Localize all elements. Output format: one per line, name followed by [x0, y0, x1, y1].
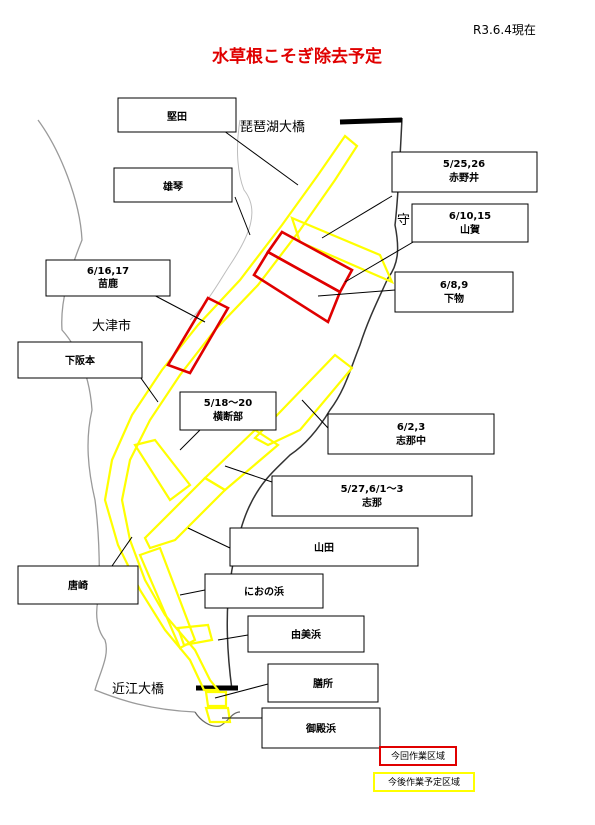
legend-current-label: 今回作業区域 — [391, 750, 445, 762]
pointer-shinanaka — [301, 399, 329, 429]
callout-shimomono-name: 下物 — [444, 292, 464, 305]
pointer-oudanbu — [179, 429, 201, 451]
map-title: 水草根こそぎ除去予定 — [212, 46, 382, 67]
callout-shimosakamoto-label: 下阪本 — [65, 354, 96, 367]
biwako-ohashi-bridge — [339, 117, 403, 125]
current-areas — [166, 230, 354, 375]
callout-nonoura-date: 6/16,17 — [87, 266, 129, 277]
callout-karasaki-label: 唐崎 — [68, 579, 88, 592]
callout-shimosakamoto: 下阪本 — [17, 341, 143, 379]
callout-akanoi: 5/25,26 赤野井 — [391, 151, 538, 193]
callout-gotenhama: 御殿浜 — [261, 707, 381, 749]
planned-area-shina — [203, 428, 280, 492]
callout-yamaga-name: 山賀 — [460, 223, 480, 236]
planned-area-nionohama — [138, 546, 197, 650]
current-area-yamaga — [266, 230, 354, 294]
callout-akanoi-name: 赤野井 — [449, 171, 479, 184]
place-moriyama: 守 — [397, 213, 410, 228]
callout-nionohama: におの浜 — [204, 573, 324, 609]
callout-shimomono-date: 6/8,9 — [440, 280, 468, 291]
pointer-katata — [219, 127, 299, 186]
west-shoreline-detail — [189, 119, 253, 321]
planned-area-yuigahama — [176, 623, 214, 647]
pointer-yamada — [187, 527, 231, 549]
callout-shinanaka-name: 志那中 — [396, 434, 426, 447]
callout-yamaga: 6/10,15 山賀 — [411, 203, 529, 243]
pointer-shimomono — [317, 289, 396, 297]
south-shoreline — [194, 711, 241, 727]
callout-oudanbu: 5/18～20 横断部 — [179, 391, 277, 431]
callout-yamaga-date: 6/10,15 — [449, 211, 491, 222]
pointer-karasaki — [111, 536, 133, 567]
pointer-nonoura — [147, 291, 206, 323]
pointer-yuigahama — [217, 634, 249, 641]
pointer-nionohama — [179, 589, 206, 596]
callout-shinanaka-date: 6/2,3 — [397, 422, 425, 433]
planned-area-akanoi — [290, 216, 395, 285]
callout-oudanbu-name: 横断部 — [213, 410, 243, 423]
callout-nonoura-name: 苗鹿 — [98, 277, 118, 290]
current-area-nonoura — [166, 296, 230, 375]
place-otsu-city: 大津市 — [92, 318, 131, 334]
callout-yuigahama: 由美浜 — [247, 615, 365, 653]
callout-katata: 堅田 — [117, 97, 237, 133]
callout-zeze-label: 膳所 — [313, 677, 333, 690]
callout-shina-name: 志那 — [362, 496, 382, 509]
callout-shina: 5/27,6/1～3 志那 — [271, 475, 473, 517]
callout-katata-label: 堅田 — [167, 111, 187, 123]
legend-current-swatch — [379, 746, 457, 766]
callout-yamada: 山田 — [229, 527, 419, 567]
planned-area-zeze — [204, 690, 228, 708]
pointer-ogoto — [234, 196, 251, 236]
callout-shimomono: 6/8,9 下物 — [394, 271, 514, 313]
callout-shina-date: 5/27,6/1～3 — [341, 484, 404, 495]
place-omi-ohashi: 近江大橋 — [112, 682, 164, 697]
place-biwako-ohashi: 琵琶湖大橋 — [240, 120, 305, 135]
callout-nonoura: 6/16,17 苗鹿 — [45, 259, 171, 297]
planned-area-gotenhama — [204, 706, 232, 724]
pointer-shimosakamoto — [137, 373, 159, 403]
pointer-yamaga — [344, 237, 421, 283]
callout-pointers — [111, 127, 421, 719]
date-label: R3.6.4現在 — [473, 23, 536, 37]
callout-zeze: 膳所 — [267, 663, 379, 703]
callout-shinanaka: 6/2,3 志那中 — [327, 413, 495, 455]
callout-akanoi-date: 5/25,26 — [443, 159, 485, 170]
callout-yuigahama-label: 由美浜 — [291, 628, 321, 641]
callout-yamada-label: 山田 — [314, 541, 334, 554]
legend-planned-label: 今後作業予定区域 — [388, 776, 460, 788]
pointer-akanoi — [321, 195, 393, 239]
callout-gotenhama-label: 御殿浜 — [305, 722, 336, 735]
current-area-shimomono — [252, 250, 342, 324]
callout-oudanbu-date: 5/18～20 — [204, 398, 252, 409]
callout-ogoto-label: 雄琴 — [162, 180, 183, 193]
callout-ogoto: 雄琴 — [113, 167, 233, 203]
legend-planned-swatch — [373, 772, 475, 792]
planned-area-oudanbu — [133, 438, 192, 502]
callout-nionohama-label: におの浜 — [244, 585, 284, 598]
legend: 今回作業区域 今後作業予定区域 — [373, 746, 475, 792]
planned-area-yamada — [143, 476, 227, 550]
callout-karasaki: 唐崎 — [17, 565, 139, 605]
pointer-zeze — [214, 683, 269, 699]
west-shoreline — [37, 119, 196, 713]
pointer-shina — [224, 465, 273, 483]
